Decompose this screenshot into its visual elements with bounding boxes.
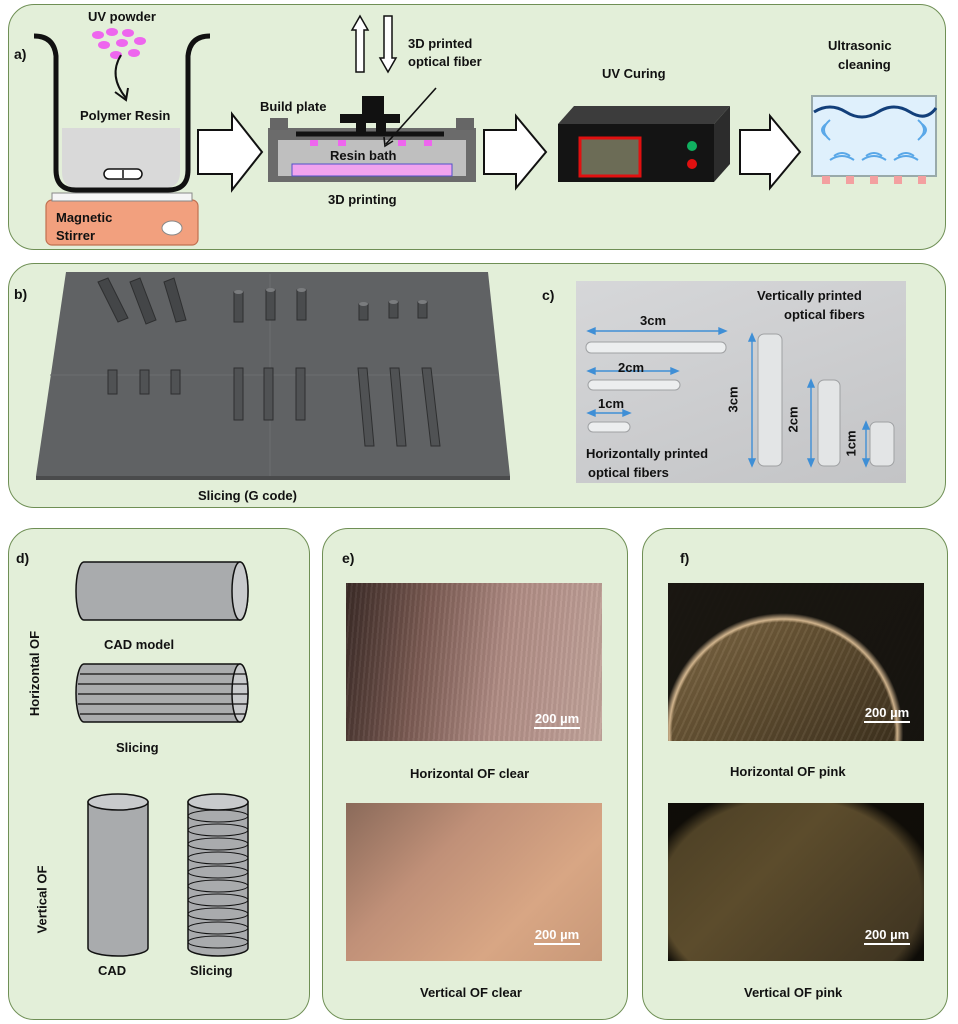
slicer-bed-diagram <box>36 272 510 480</box>
micrograph-vertical-pink <box>668 803 924 961</box>
polymer-resin-label: Polymer Resin <box>80 108 171 123</box>
dim-3cm-h: 3cm <box>640 313 667 328</box>
panel-b-label: b) <box>14 286 28 302</box>
tilted-fibers <box>97 277 187 325</box>
panel-d-label: d) <box>16 550 30 566</box>
fiber-v-2cm <box>817 379 841 467</box>
fiber-h-2cm <box>587 379 681 391</box>
cad-vertical-cylinder <box>87 801 149 957</box>
resin-bath-pink <box>291 163 453 177</box>
uv-powder-dots <box>92 28 146 59</box>
up-arrow <box>350 14 370 73</box>
scale-bar-f-top: 200 µm <box>864 705 910 723</box>
uv-curing-label: UV Curing <box>602 66 666 81</box>
uv-powder-label: UV powder <box>88 9 156 24</box>
dim-1cm-h: 1cm <box>598 396 625 411</box>
ultrasonic-label-1: Ultrasonic <box>828 38 892 53</box>
scale-bar-f-bottom-text: 200 µm <box>864 927 910 942</box>
stirrer-label: Stirrer <box>56 228 96 243</box>
ultrasonic-label-2: cleaning <box>838 57 891 72</box>
vertical-of-clear-caption: Vertical OF clear <box>420 985 522 1000</box>
scale-bar-f-top-text: 200 µm <box>864 705 910 720</box>
beaker-outline <box>33 33 211 193</box>
beaker-diagram <box>33 14 938 246</box>
horizontal-of-pink-caption: Horizontal OF pink <box>730 764 846 779</box>
water-wave <box>813 105 938 119</box>
cad-horizontal-cylinder <box>75 561 249 621</box>
process-arrow-1 <box>197 111 264 193</box>
printed-fiber-label-1: 3D printed <box>408 36 473 51</box>
slicing-label-horizontal: Slicing <box>116 740 159 755</box>
horizontal-printed-label-1: Horizontally printed <box>586 446 709 461</box>
resin-bath-label: Resin bath <box>330 148 397 163</box>
red-led <box>687 159 697 169</box>
green-led <box>687 141 697 151</box>
slicing-label-vertical: Slicing <box>190 963 233 978</box>
panel-e-label: e) <box>342 550 355 566</box>
cad-label: CAD <box>98 963 127 978</box>
vertical-printed-label-2: optical fibers <box>784 307 865 322</box>
fiber-v-3cm <box>757 333 783 467</box>
micrograph-vertical-clear <box>346 803 602 961</box>
scale-bar-f-bottom: 200 µm <box>864 927 910 945</box>
resin-liquid <box>62 128 180 188</box>
micrograph-horizontal-clear <box>346 583 602 741</box>
sliced-horizontal-cylinder <box>75 663 249 723</box>
process-arrow-3 <box>739 113 802 191</box>
build-plate-label: Build plate <box>260 99 327 114</box>
panel-a-label: a) <box>14 46 27 62</box>
micrograph-horizontal-pink <box>668 583 924 741</box>
stirrer-knob <box>161 220 183 236</box>
process-arrow-2 <box>483 113 548 191</box>
uv-curing-box-top <box>558 106 730 124</box>
dim-2cm-h: 2cm <box>618 360 645 375</box>
ultrasonic-tank <box>811 95 937 177</box>
magnetic-label: Magnetic <box>56 210 113 225</box>
scale-bar-e-top: 200 µm <box>534 711 580 729</box>
printed-fiber-label-2: optical fiber <box>408 54 482 69</box>
3d-printing-label: 3D printing <box>328 192 397 207</box>
vertical-of-pink-caption: Vertical OF pink <box>744 985 843 1000</box>
fiber-h-1cm <box>587 421 631 433</box>
slicing-gcode-label: Slicing (G code) <box>198 488 297 503</box>
uv-curing-window <box>578 136 642 178</box>
cad-model-label: CAD model <box>104 637 175 652</box>
stirrer-plate <box>51 192 193 202</box>
fiber-photo-overlay <box>585 326 895 468</box>
horizontal-of-clear-caption: Horizontal OF clear <box>410 766 530 781</box>
down-arrow <box>378 15 398 74</box>
fiber-v-1cm <box>869 421 895 467</box>
powder-arrow <box>114 54 127 99</box>
scale-bar-e-bottom-text: 200 µm <box>534 927 580 942</box>
upright-fibers-bottom <box>107 367 441 447</box>
sliced-vertical-cylinder <box>187 801 249 957</box>
vertical-printed-label-1: Vertically printed <box>757 288 862 303</box>
panel-f-label: f) <box>680 550 690 566</box>
panel-c-label: c) <box>542 287 555 303</box>
scale-bar-e-top-text: 200 µm <box>534 711 580 726</box>
scale-bar-e-bottom: 200 µm <box>534 927 580 945</box>
fiber-h-3cm <box>585 341 727 354</box>
horizontal-printed-label-2: optical fibers <box>588 465 669 480</box>
